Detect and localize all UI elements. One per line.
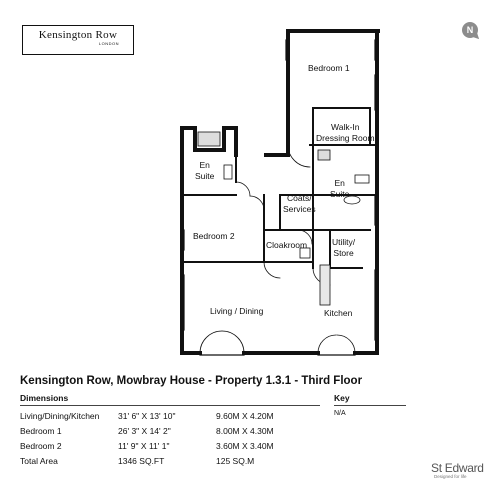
- room-label-coats-services: Coats/ Services: [283, 193, 316, 214]
- key-value: N/A: [334, 410, 346, 417]
- property-title: Kensington Row, Mowbray House - Property…: [20, 375, 363, 387]
- dimension-row: Bedroom 1 26' 3" X 14' 2" 8.00M X 4.30M: [20, 425, 320, 437]
- st-edward-tagline: Designed for life: [434, 474, 467, 479]
- dimensions-heading: Dimensions: [20, 393, 69, 403]
- room-label-bedroom-2: Bedroom 2: [193, 231, 235, 241]
- room-label-kitchen: Kitchen: [324, 308, 353, 318]
- key-divider: [334, 405, 406, 406]
- north-compass-icon: N: [462, 22, 478, 38]
- dimension-imperial: 11' 9" X 11' 1": [118, 441, 170, 451]
- dimension-room: Bedroom 2: [20, 441, 62, 451]
- kensington-row-logo: Kensington Row LONDON: [22, 25, 134, 55]
- dimension-metric: 125 SQ.M: [216, 456, 255, 466]
- room-label-en-suite-right: En Suite: [330, 178, 350, 199]
- logo-sub-text: LONDON: [98, 41, 119, 46]
- dimension-room: Bedroom 1: [20, 426, 62, 436]
- room-label-en-suite-left: En Suite: [195, 160, 215, 181]
- room-label-bedroom-1: Bedroom 1: [308, 63, 350, 73]
- dimension-row: Total Area 1346 SQ.FT 125 SQ.M: [20, 455, 320, 467]
- room-label-cloakroom: Cloakroom: [266, 240, 308, 250]
- interior-walls: [181, 107, 378, 269]
- dimension-metric: 3.60M X 3.40M: [216, 441, 274, 451]
- dimension-metric: 9.60M X 4.20M: [216, 411, 274, 421]
- key-heading: Key: [334, 393, 350, 403]
- dimension-row: Bedroom 2 11' 9" X 11' 1" 3.60M X 3.40M: [20, 440, 320, 452]
- bathroom-fittings: [197, 131, 370, 259]
- st-edward-logo: St Edward: [431, 461, 484, 475]
- dimension-imperial: 1346 SQ.FT: [118, 456, 165, 466]
- dimension-row: Living/Dining/Kitchen 31' 6" X 13' 10" 9…: [20, 410, 320, 422]
- room-label-walk-in-dressing-room: Walk-In Dressing Room: [316, 122, 375, 143]
- outer-walls: [180, 29, 380, 355]
- dimension-room: Total Area: [20, 456, 58, 466]
- dimension-imperial: 26' 3" X 14' 2": [118, 426, 171, 436]
- dimension-metric: 8.00M X 4.30M: [216, 426, 274, 436]
- dimension-imperial: 31' 6" X 13' 10": [118, 411, 176, 421]
- room-label-living-dining: Living / Dining: [210, 306, 264, 316]
- dimension-room: Living/Dining/Kitchen: [20, 411, 100, 421]
- logo-main-text: Kensington Row: [38, 29, 118, 41]
- room-label-utility-store: Utility/ Store: [332, 237, 356, 258]
- kitchen-island: [319, 264, 331, 306]
- dimensions-divider: [20, 405, 320, 406]
- window-marks: [183, 39, 376, 356]
